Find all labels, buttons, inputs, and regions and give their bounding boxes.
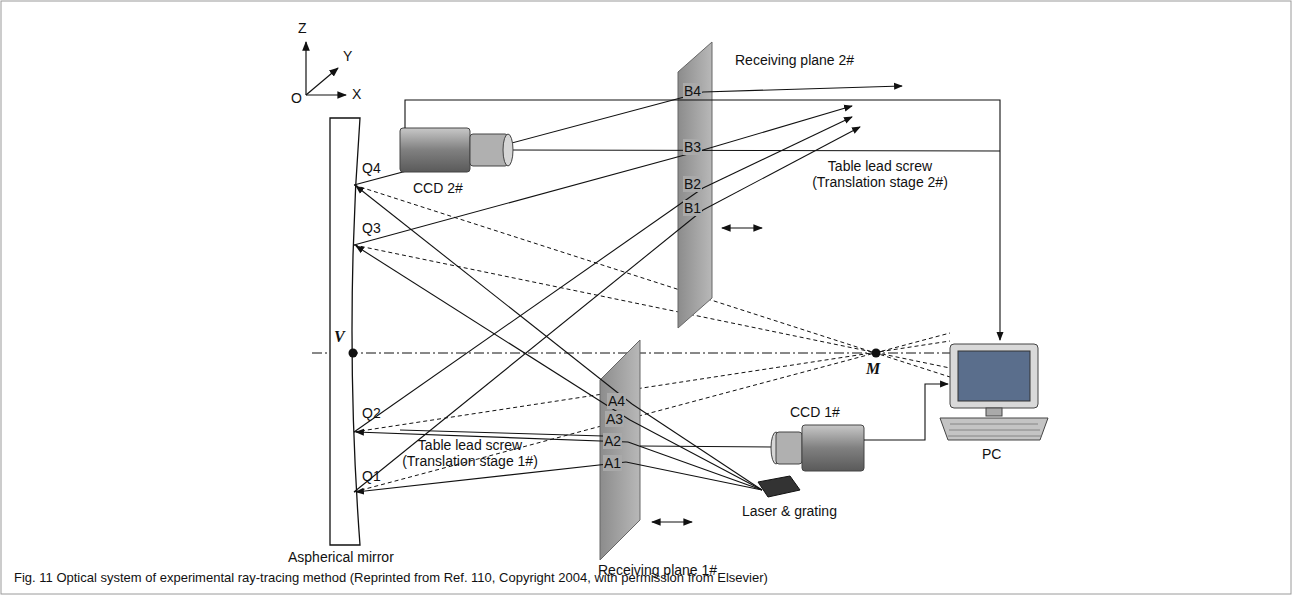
illustration-part bbox=[354, 92, 703, 185]
point-label: Q3 bbox=[362, 220, 381, 236]
illustration-part bbox=[630, 420, 762, 490]
illustration-part bbox=[950, 344, 1038, 408]
ccd-camera bbox=[771, 425, 864, 471]
point-label: B1 bbox=[683, 200, 702, 216]
illustration-part bbox=[958, 351, 1030, 401]
point-label: A2 bbox=[603, 433, 622, 449]
point-label: B3 bbox=[683, 139, 702, 155]
part-label: Laser & grating bbox=[742, 503, 837, 519]
axis-label: Y bbox=[343, 48, 352, 64]
part-label: CCD 1# bbox=[790, 404, 840, 420]
figure-caption: Fig. 11 Optical system of experimental r… bbox=[14, 570, 768, 585]
lead-screw-line bbox=[510, 150, 1000, 151]
laser-grating bbox=[758, 476, 800, 497]
point-label: A3 bbox=[605, 411, 624, 427]
part-label: Table lead screw (Translation stage 2#) bbox=[795, 158, 965, 190]
ccd-camera bbox=[400, 128, 513, 172]
axis-label: Z bbox=[298, 20, 307, 36]
point-label: B4 bbox=[683, 83, 702, 99]
reflected-rays-dashed bbox=[354, 185, 950, 492]
illustration-part bbox=[306, 68, 338, 95]
lead-screw-line bbox=[400, 430, 603, 436]
illustration-part bbox=[940, 418, 1048, 440]
illustration-part bbox=[354, 185, 950, 377]
signal-wire bbox=[405, 100, 1000, 340]
part-label: CCD 2# bbox=[413, 180, 463, 196]
part-label: Table lead screw (Translation stage 1#) bbox=[385, 437, 555, 469]
axis-label: X bbox=[352, 86, 361, 102]
illustration-part bbox=[626, 462, 762, 490]
motion-arrow bbox=[722, 227, 762, 228]
point-label: B2 bbox=[683, 176, 702, 192]
vertex-point bbox=[349, 349, 358, 358]
illustration-part bbox=[986, 408, 1002, 416]
part-label: PC bbox=[982, 446, 1001, 462]
illustration-part bbox=[776, 432, 802, 464]
point-label: A1 bbox=[603, 455, 622, 471]
axes bbox=[306, 42, 346, 95]
part-label: Aspherical mirror bbox=[288, 549, 394, 565]
illustration-part bbox=[305, 42, 306, 95]
illustration-part bbox=[470, 134, 508, 166]
lead-screw-line bbox=[640, 446, 772, 447]
illustration-part bbox=[356, 246, 630, 420]
illustration-part bbox=[703, 86, 902, 92]
point-label: Q4 bbox=[362, 160, 381, 176]
point-label: Q1 bbox=[362, 468, 381, 484]
illustration-part bbox=[948, 424, 1042, 436]
illustration-part bbox=[354, 333, 950, 492]
illustration-part bbox=[503, 134, 513, 166]
illustration-part bbox=[354, 341, 950, 432]
point-label: M bbox=[866, 360, 880, 378]
axis-label: O bbox=[291, 90, 302, 106]
illustration-part bbox=[354, 188, 703, 432]
illustration-part bbox=[306, 94, 346, 95]
receiving-plane bbox=[600, 340, 640, 560]
aspherical-mirror bbox=[330, 118, 360, 545]
reflected-rays bbox=[354, 86, 902, 492]
illustration-part bbox=[356, 186, 632, 404]
receiving-plane bbox=[678, 42, 712, 328]
illustration-part bbox=[400, 128, 470, 172]
illustration-part bbox=[354, 245, 950, 368]
pc-computer bbox=[940, 344, 1048, 440]
motion-arrow bbox=[652, 521, 692, 522]
signal-wire bbox=[864, 384, 948, 440]
illustration-part bbox=[802, 425, 864, 471]
part-label: Receiving plane 2# bbox=[735, 52, 854, 68]
point-label: V bbox=[334, 328, 345, 346]
point-label: Q2 bbox=[362, 405, 381, 421]
point-label: A4 bbox=[607, 393, 626, 409]
